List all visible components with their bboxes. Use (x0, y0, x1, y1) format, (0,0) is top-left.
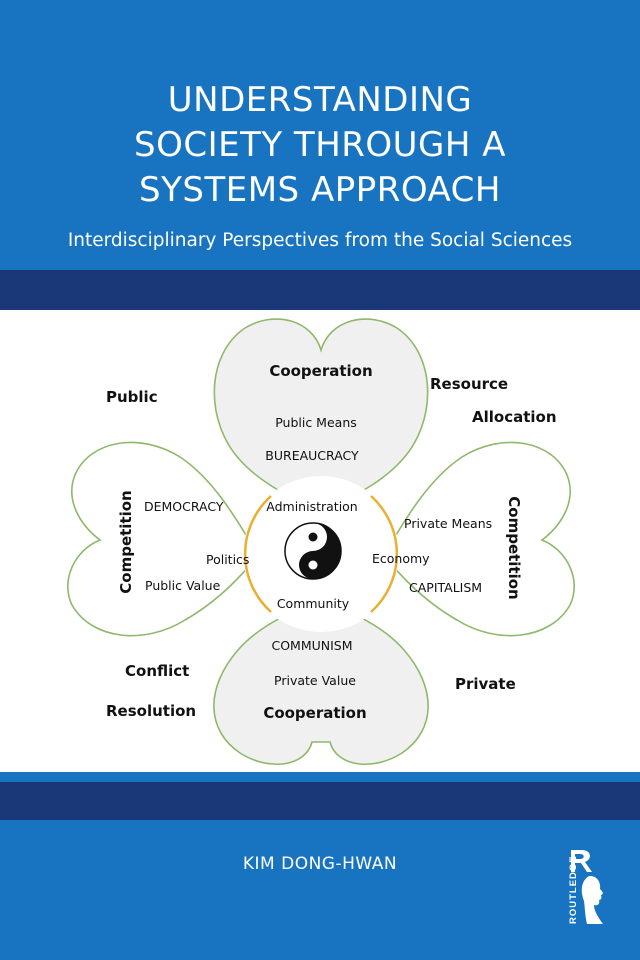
left-petal (67, 441, 259, 637)
bottom-petal-private-value: Private Value (274, 673, 356, 688)
label-allocation: Allocation (472, 408, 557, 426)
top-petal (213, 318, 429, 515)
bottom-petal (213, 595, 429, 766)
routledge-r-icon (571, 850, 592, 872)
center-community: Community (277, 596, 350, 611)
label-private: Private (455, 675, 516, 693)
left-petal-politics: Politics (206, 552, 249, 567)
book-subtitle: Interdisciplinary Perspectives from the … (67, 230, 573, 251)
center-administration: Administration (266, 499, 357, 514)
right-petal (383, 441, 575, 637)
label-conflict: Conflict (125, 662, 189, 680)
navy-band-top (0, 270, 640, 310)
left-petal-democracy: DEMOCRACY (144, 499, 224, 514)
right-petal-capitalism: CAPITALISM (409, 580, 482, 595)
yin-yang-icon (284, 522, 342, 580)
flower-diagram: Public Resource Allocation Conflict Reso… (67, 318, 575, 766)
navy-band-bottom (0, 782, 640, 820)
title-line-3: SYSTEMS APPROACH (139, 170, 501, 210)
top-petal-bureaucracy: BUREAUCRACY (265, 448, 359, 463)
title-line-2: SOCIETY THROUGH A (133, 125, 507, 165)
right-petal-economy: Economy (372, 551, 430, 566)
right-petal-heading: Competition (505, 496, 523, 599)
routledge-wordmark: ROUTLEDGE (568, 855, 579, 924)
label-resource: Resource (430, 375, 508, 393)
routledge-logo: ROUTLEDGE (568, 850, 603, 924)
bottom-petal-heading: Cooperation (263, 704, 366, 722)
author-name: KIM DONG-HWAN (242, 854, 398, 874)
left-petal-heading: Competition (117, 490, 135, 593)
book-title: UNDERSTANDING SOCIETY THROUGH A SYSTEMS … (40, 78, 600, 213)
label-public: Public (106, 388, 158, 406)
profile-silhouette-icon (581, 876, 603, 924)
label-resolution: Resolution (106, 702, 196, 720)
bottom-petal-communism: COMMUNISM (271, 638, 352, 653)
center-ring-right (370, 495, 399, 613)
right-petal-private-means: Private Means (404, 516, 492, 531)
left-petal-public-value: Public Value (145, 578, 221, 593)
center-ring-left (243, 495, 272, 613)
thin-blue-stripe (0, 772, 640, 782)
top-petal-heading: Cooperation (269, 362, 372, 380)
top-petal-public-means: Public Means (275, 415, 357, 430)
title-line-1: UNDERSTANDING (167, 80, 473, 120)
cover-top-band (0, 0, 640, 270)
